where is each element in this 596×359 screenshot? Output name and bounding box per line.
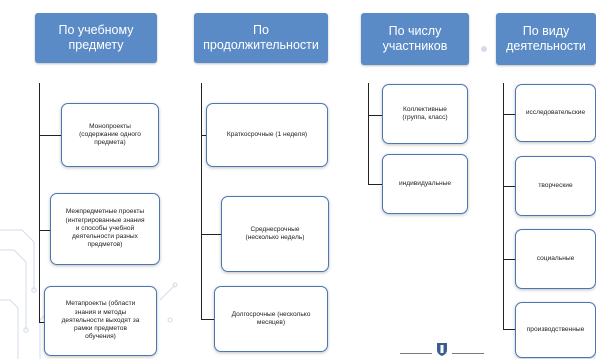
- connector: [201, 319, 221, 320]
- footer-divider: [400, 353, 432, 354]
- item-interdisciplinary-projects: Межпредметные проекты (интегрированные з…: [50, 193, 160, 265]
- connector: [503, 114, 515, 115]
- item-short-term: Краткосрочные (1 неделя): [206, 103, 328, 167]
- connector: [503, 186, 515, 187]
- item-individual: индивидуальные: [382, 154, 468, 214]
- connector-vertical: [503, 83, 504, 329]
- item-medium-term: Среднесрочные (несколько недель): [221, 196, 329, 272]
- connector: [39, 135, 61, 136]
- footer-divider: [452, 353, 484, 354]
- item-production: производственные: [515, 302, 596, 358]
- connector: [368, 115, 382, 116]
- item-metaprojects: Метапроекты (области знания и методы дея…: [44, 286, 157, 356]
- connector: [201, 234, 221, 235]
- header-activity: По виду деятельности: [496, 13, 596, 65]
- connector: [503, 329, 515, 330]
- header-participants: По числу участников: [361, 13, 469, 65]
- item-collective: Коллективные (группа, класс): [382, 84, 468, 144]
- logo-icon: [437, 343, 447, 356]
- header-duration: По продолжительности: [194, 13, 328, 63]
- item-long-term: Долгосрочные (несколько месяцев): [214, 286, 328, 352]
- item-monoprojects: Монопроекты (содержание одного предмета): [61, 103, 159, 167]
- header-subject: По учебному предмету: [35, 13, 157, 63]
- connector-vertical: [368, 83, 369, 184]
- item-social: социальные: [515, 229, 596, 289]
- item-creative: творческие: [515, 156, 596, 216]
- connector-vertical: [201, 83, 202, 319]
- connector: [503, 259, 515, 260]
- connector: [368, 184, 382, 185]
- connector-vertical: [39, 83, 40, 322]
- item-research: исследовательские: [515, 84, 596, 142]
